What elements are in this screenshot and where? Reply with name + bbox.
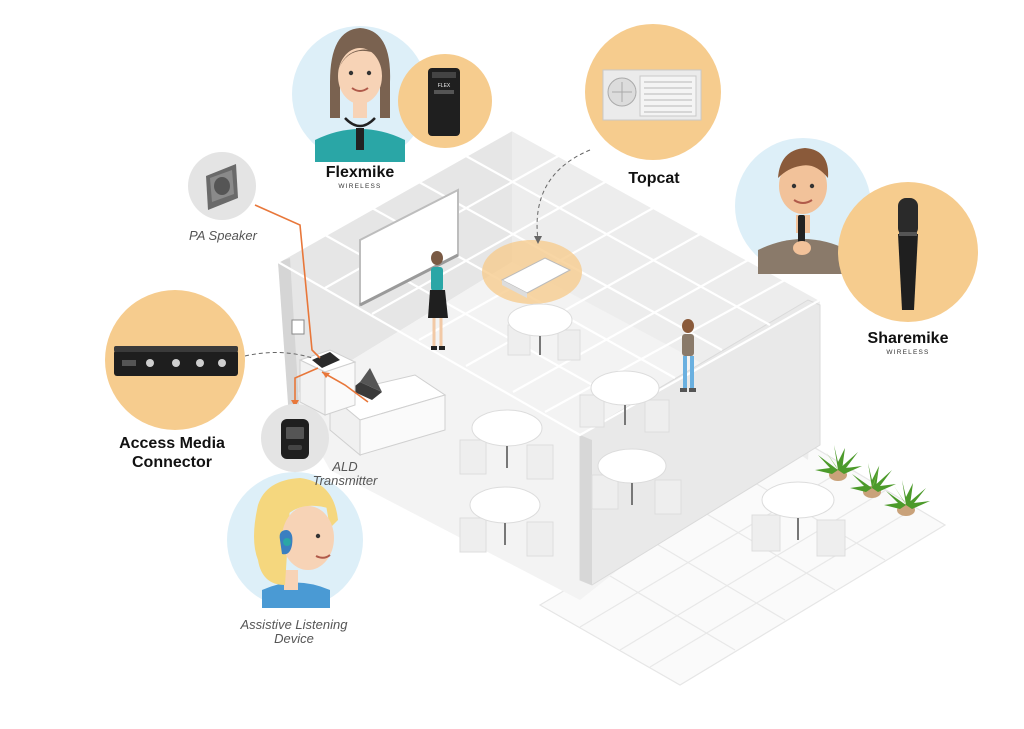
ald-label-line2: Transmitter [312,473,378,488]
pa-speaker-group [188,152,256,220]
table-3 [459,409,554,480]
boy-with-handheld-mic-icon [758,148,848,274]
access-media-connector-icon [114,346,238,376]
laptop-line [321,371,369,403]
assistive-device-label-line2: Device [274,631,314,646]
wall-outlet [291,319,305,335]
laptop [350,382,382,400]
classroom-room [275,128,947,686]
table-patio [751,481,846,557]
access-media-group [105,290,245,430]
topcat-dashed-line [536,149,591,241]
flexmike-subtitle: WIRELESS [338,183,382,190]
topcat-ceiling-unit [482,240,582,304]
table-2 [579,370,670,433]
topcat-speaker-icon [602,69,702,121]
pa-speaker-icon [206,164,238,210]
teacher-figure [428,251,448,350]
ald-line [294,367,319,402]
girl-with-hearing-device-icon [254,478,338,608]
assistive-device-label-line1: Assistive Listening [240,617,348,632]
table-5 [459,486,554,557]
sharemike-title: Sharemike [867,330,949,347]
pa-speaker-label: PA Speaker [189,228,257,243]
woman-with-pendant-mic-icon [315,28,405,162]
sharemike-subtitle: WIRELESS [886,349,930,356]
media-cabinet [298,349,357,416]
access-media-label-line2: Connector [132,454,212,471]
whiteboard [359,188,459,307]
sharemike-microphone-icon [898,198,918,310]
plants [815,445,930,516]
topcat-title: Topcat [628,170,680,187]
pa-speaker-line [254,204,321,359]
ald-label-line1: ALD [332,459,358,474]
svg-text:FLEX: FLEX [438,83,451,89]
table-1 [507,303,581,361]
topcat-group [585,24,721,160]
ald-transmitter-group [261,404,329,472]
flexmike-group: FLEX [292,26,492,162]
access-media-label-line1: Access Media [119,435,225,452]
ald-transmitter-icon [281,419,309,459]
table-4 [591,448,682,515]
sharemike-group [735,138,978,322]
flexmike-transmitter-icon: FLEX [428,68,460,136]
student-figure [680,319,696,392]
flexmike-title: Flexmike [325,164,395,181]
access-media-connector-device [312,352,340,368]
assistive-device-group [227,472,363,608]
